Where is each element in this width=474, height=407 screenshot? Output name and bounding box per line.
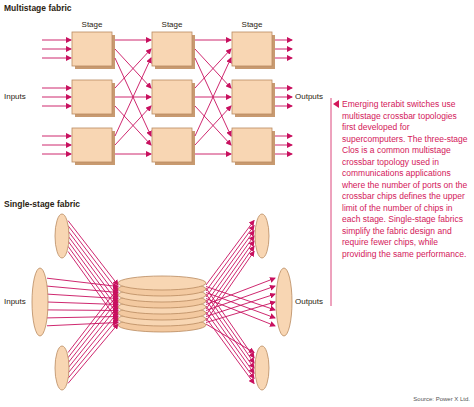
- fabric-line: [195, 154, 231, 155]
- fabric-line: [206, 286, 275, 310]
- fabric-line: [42, 49, 71, 50]
- fabric-line: [275, 106, 292, 107]
- fabric-line: [195, 106, 231, 145]
- stage-label: Stage: [82, 20, 103, 30]
- fabric-line: [206, 278, 275, 304]
- caption-rule: [331, 98, 332, 306]
- stage-label: Stage: [242, 20, 263, 30]
- outputs-label: Outputs: [295, 92, 323, 102]
- fabric-line: [115, 106, 151, 145]
- fabric-line: [42, 88, 71, 89]
- fabric-line: [68, 246, 118, 315]
- fabric-line: [42, 106, 71, 107]
- outputs-label: Outputs: [295, 297, 323, 307]
- fabric-line: [206, 231, 254, 297]
- crossbar-box: [232, 80, 272, 114]
- crossbar-box: [232, 32, 272, 66]
- fabric-line: [195, 40, 231, 41]
- fabric-line: [206, 312, 254, 378]
- fabric-line: [195, 49, 231, 88]
- fabric-line: [68, 236, 118, 303]
- output-disk: [255, 346, 269, 390]
- fabric-line: [68, 318, 118, 378]
- crossbar-box: [152, 80, 192, 114]
- fabric-line: [115, 154, 151, 155]
- input-disk: [32, 268, 48, 336]
- crossbar-disk: [118, 276, 206, 290]
- crossbar-stage-boxes: [72, 32, 275, 165]
- fabric-line: [115, 49, 151, 88]
- fabric-line: [115, 49, 151, 88]
- crossbar-box: [72, 80, 112, 114]
- fabric-line: [195, 58, 231, 136]
- fabric-line: [275, 97, 292, 98]
- output-disk: [255, 214, 269, 258]
- fabric-line: [68, 306, 118, 368]
- single-stage-disks: [32, 214, 292, 390]
- fabric-line: [47, 309, 118, 311]
- fabric-line: [275, 145, 292, 146]
- fabric-line: [206, 300, 254, 368]
- crossbar-stack: [118, 276, 206, 332]
- crossbar-box: [152, 32, 192, 66]
- fabric-line: [206, 236, 254, 303]
- fabric-line: [275, 154, 292, 155]
- fabric-line: [275, 40, 292, 41]
- output-disk: [276, 268, 292, 336]
- input-disk: [55, 214, 69, 258]
- section-heading: Multistage fabric: [4, 3, 72, 13]
- fabric-line: [206, 288, 254, 358]
- fabric-lines: [42, 40, 292, 383]
- fabric-line: [68, 231, 118, 297]
- fabric-line: [115, 58, 151, 136]
- fabric-line: [42, 58, 71, 59]
- section-heading: Single-stage fabric: [4, 199, 80, 209]
- fabric-line: [42, 136, 71, 137]
- crossbar-box: [72, 32, 112, 66]
- fabric-line: [47, 278, 118, 286]
- caption-text: Emerging terabit switches use multistage…: [342, 99, 468, 260]
- fabric-line: [42, 145, 71, 146]
- fabric-line: [47, 294, 118, 298]
- crossbar-box: [72, 128, 112, 162]
- inputs-label: Inputs: [4, 297, 26, 307]
- fabric-line: [42, 97, 71, 98]
- fabric-line: [68, 312, 118, 373]
- caption-pointer: [333, 100, 339, 108]
- fabric-line: [47, 286, 118, 292]
- fabric-line: [195, 106, 231, 145]
- input-disk: [55, 346, 69, 390]
- fabric-line: [115, 106, 151, 145]
- crossbar-box: [232, 128, 272, 162]
- fabric-line: [68, 324, 118, 383]
- fabric-line: [275, 88, 292, 89]
- fabric-line: [195, 58, 231, 136]
- source-note: Source: Power X Ltd.: [413, 394, 470, 404]
- fabric-line: [275, 58, 292, 59]
- fabric-line: [206, 318, 254, 383]
- fabric-line: [68, 241, 118, 309]
- fabric-line: [275, 49, 292, 50]
- crossbar-box: [152, 128, 192, 162]
- fabric-line: [115, 58, 151, 136]
- fabric-line: [206, 306, 254, 373]
- fabric-line: [195, 49, 231, 88]
- fabric-line: [206, 287, 275, 310]
- fabric-line: [47, 317, 118, 318]
- fabric-line: [275, 136, 292, 137]
- fabric-line: [115, 40, 151, 41]
- stage-label: Stage: [162, 20, 183, 30]
- inputs-label: Inputs: [4, 92, 26, 102]
- fabric-line: [42, 154, 71, 155]
- fabric-line: [42, 40, 71, 41]
